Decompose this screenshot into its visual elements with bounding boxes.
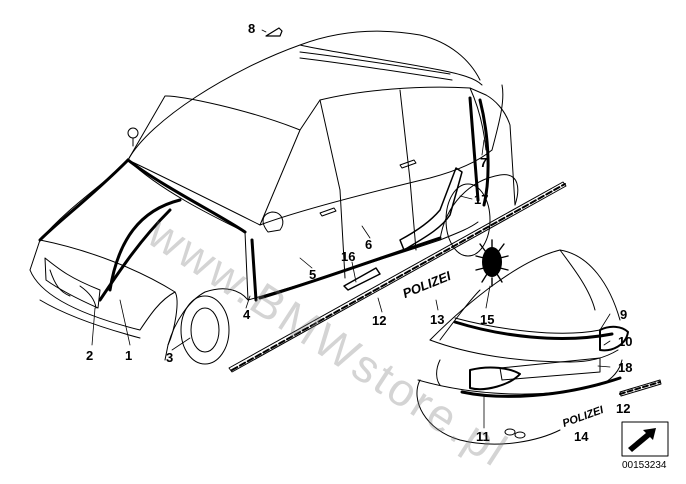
callout-6: 6	[365, 237, 373, 252]
callout-8: 8	[248, 21, 256, 36]
rear-highlighted-stripes	[453, 320, 622, 398]
part-8-badge	[265, 27, 283, 37]
callout-12-small: 12	[616, 401, 631, 416]
callout-5: 5	[309, 267, 317, 282]
leader-lines	[91, 29, 611, 429]
callout-11: 11	[476, 429, 490, 444]
nav-arrow-icon[interactable]	[621, 421, 669, 457]
callout-3: 3	[166, 350, 174, 365]
callout-12-main: 12	[372, 313, 387, 328]
callout-14: 14	[574, 429, 589, 444]
part-16-strip	[343, 267, 381, 291]
part-15-emblem	[475, 239, 509, 287]
part-12-long-strip	[228, 181, 567, 373]
callout-7: 7	[480, 155, 488, 170]
diagram-id: 00153234	[622, 460, 667, 471]
callout-1: 1	[125, 348, 133, 363]
callout-10: 10	[618, 334, 633, 349]
highlighted-stripes	[38, 96, 490, 302]
callout-18: 18	[618, 360, 633, 375]
callout-15: 15	[480, 312, 495, 327]
callout-17: 17	[474, 192, 489, 207]
callout-2: 2	[86, 348, 94, 363]
callout-9: 9	[620, 307, 628, 322]
part-17-strip	[399, 167, 463, 251]
callout-13: 13	[430, 312, 445, 327]
callout-16: 16	[341, 249, 356, 264]
part-12-short-strip	[619, 379, 662, 397]
callout-4: 4	[243, 307, 251, 322]
